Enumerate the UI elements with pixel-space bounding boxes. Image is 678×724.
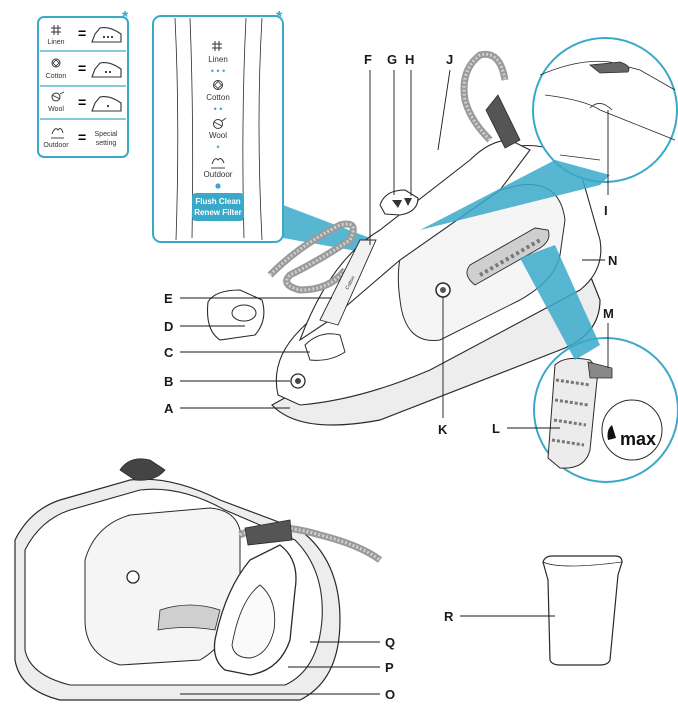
legend-equals: = xyxy=(78,94,86,110)
legend-label-linen: Linen xyxy=(47,39,64,46)
zoom-circle-detail xyxy=(532,37,678,183)
panel-setting-outdoor: Outdoor xyxy=(204,158,233,189)
outdoor-icon xyxy=(51,128,64,139)
iron-1dot-icon xyxy=(91,96,122,112)
cord-guard xyxy=(485,94,521,149)
temperature-dial-strip[interactable] xyxy=(319,239,377,326)
legend-row-wool: Wool = xyxy=(48,91,122,113)
power-cord xyxy=(460,50,521,149)
callout-N: N xyxy=(608,253,617,268)
panel-setting-wool: Wool • xyxy=(209,117,227,152)
flush-clean-button[interactable]: Flush Clean Renew Filter xyxy=(192,193,244,221)
panel-dots-cotton: • • xyxy=(214,104,223,114)
legend-label-wool: Wool xyxy=(48,106,64,113)
fill-port-center xyxy=(440,287,446,293)
legend-row-cotton: Cotton = xyxy=(46,58,122,80)
panel-dots-linen: • • • xyxy=(211,66,225,76)
outdoor-icon xyxy=(211,158,225,169)
panel-label-outdoor: Outdoor xyxy=(204,170,233,179)
measuring-cup xyxy=(542,555,623,666)
panel-asterisk: * xyxy=(276,9,283,26)
wool-icon xyxy=(51,91,65,102)
cartridge-detail xyxy=(547,357,613,469)
spray-nozzle xyxy=(304,333,346,361)
legend-special-line2: setting xyxy=(96,140,117,147)
max-label: max xyxy=(620,429,656,449)
panel-dots-wool: • xyxy=(216,142,219,152)
renew-filter-label: Renew Filter xyxy=(194,208,242,217)
callout-M: M xyxy=(603,306,614,321)
callout-G: G xyxy=(387,52,397,67)
panel-indicator-dot xyxy=(215,183,221,189)
callout-O: O xyxy=(385,687,395,702)
callout-R: R xyxy=(444,609,454,624)
callouts: A B C D E F G H J I N M K xyxy=(164,52,617,702)
legend-equals: = xyxy=(78,129,86,145)
zoom-circle-cartridge: max xyxy=(533,337,678,483)
legend-label-cotton: Cotton xyxy=(46,73,67,80)
rear-cartridge xyxy=(157,604,221,631)
iron-2dot-icon xyxy=(91,62,122,78)
zoom-beam-circle xyxy=(420,160,610,230)
callout-C: C xyxy=(164,345,174,360)
panel-setting-cotton: Cotton • • xyxy=(206,80,230,114)
legend-special-line1: Special xyxy=(95,131,118,138)
rear-buttons xyxy=(119,458,166,481)
callout-E: E xyxy=(164,291,173,306)
panel-setting-linen: Linen • • • xyxy=(208,41,228,76)
cord-coil xyxy=(267,220,357,294)
legend-box: * Linen = Cotton = xyxy=(37,9,129,158)
rear-fill-port xyxy=(126,570,140,584)
cotton-icon xyxy=(213,80,223,90)
wool-icon xyxy=(213,117,227,129)
water-tank-cap[interactable] xyxy=(206,289,265,341)
legend-asterisk: * xyxy=(122,9,129,26)
rear-power-cord xyxy=(238,519,383,563)
legend-equals: = xyxy=(78,60,86,76)
linen-icon xyxy=(51,25,61,35)
legend-equals: = xyxy=(78,25,86,41)
zoom-beam-cartridge xyxy=(520,245,600,360)
anti-scale-cartridge xyxy=(466,227,550,286)
callout-B: B xyxy=(164,374,173,389)
dial-panel: * Linen • • • Cotton • • xyxy=(152,9,284,243)
callout-D: D xyxy=(164,319,173,334)
panel-label-linen: Linen xyxy=(208,55,228,64)
callout-H: H xyxy=(405,52,414,67)
panel-label-wool: Wool xyxy=(209,131,227,140)
rear-iron xyxy=(14,458,383,701)
linen-icon xyxy=(212,41,222,51)
callout-L: L xyxy=(492,421,500,436)
steam-burst-button[interactable] xyxy=(379,189,419,216)
callout-K: K xyxy=(438,422,448,437)
legend-row-linen: Linen = xyxy=(47,25,122,46)
callout-F: F xyxy=(364,52,372,67)
callout-Q: Q xyxy=(385,635,395,650)
callout-A: A xyxy=(164,401,174,416)
callout-I: I xyxy=(604,203,608,218)
callout-J: J xyxy=(446,52,453,67)
cotton-icon xyxy=(51,58,61,68)
flush-clean-label: Flush Clean xyxy=(195,197,240,206)
iron-3dot-icon xyxy=(91,27,122,43)
panel-label-cotton: Cotton xyxy=(206,93,230,102)
legend-label-outdoor: Outdoor xyxy=(43,142,69,149)
callout-P: P xyxy=(385,660,394,675)
legend-row-outdoor: Outdoor = Special setting xyxy=(43,128,118,149)
